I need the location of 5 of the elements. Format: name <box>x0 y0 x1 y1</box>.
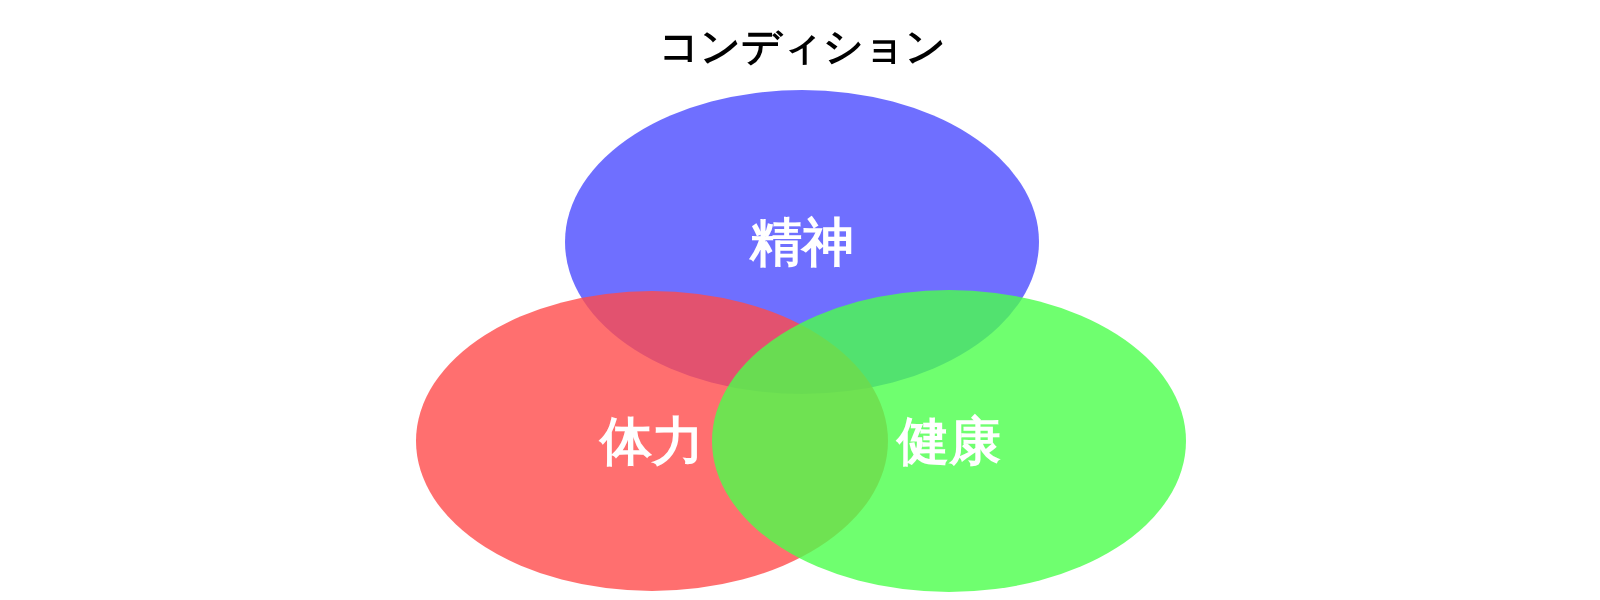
diagram-title: コンディション <box>657 23 947 70</box>
set-label: 精神 <box>750 212 854 272</box>
set-label: 健康 <box>897 411 1001 471</box>
set-label: 体力 <box>600 411 704 471</box>
venn-ellipse <box>712 290 1186 592</box>
